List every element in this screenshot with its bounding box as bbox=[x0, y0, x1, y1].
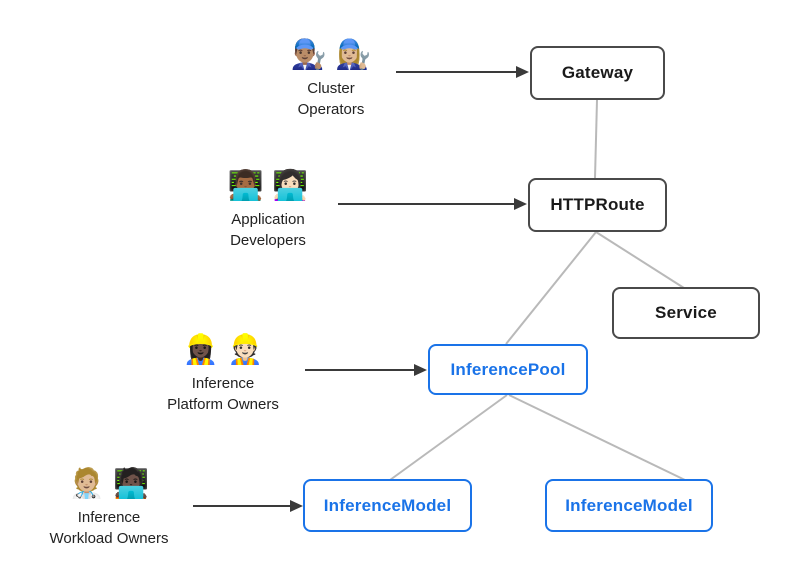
workload-owners-label-line2: Workload Owners bbox=[49, 530, 169, 547]
inferencemodel-left-node: InferenceModel bbox=[303, 479, 472, 532]
arrow-platform-owners-inferencepool bbox=[305, 364, 427, 376]
arrow-application-developers-httproute bbox=[338, 198, 527, 210]
connector-httproute-inferencepool bbox=[505, 231, 597, 345]
workload-owners-label-line1: Inference bbox=[77, 509, 141, 526]
cluster-operators-label-line2: Operators bbox=[297, 101, 365, 118]
arrow-cluster-operators-gateway bbox=[396, 66, 529, 78]
cluster-operators-label-line1: Cluster bbox=[307, 80, 355, 97]
service-node: Service bbox=[612, 287, 760, 339]
inference-platform-owners-persona: 👷🏿‍♀️ 👷🏻 Inference Platform Owners bbox=[140, 331, 306, 415]
connector-gateway-httproute bbox=[594, 99, 598, 179]
inferencepool-node-label: InferencePool bbox=[450, 359, 566, 379]
scientist-technologist-emoji-icon: 🧑🏼‍⚕️ 🧑🏿‍💻 bbox=[68, 468, 150, 500]
inferencepool-node: InferencePool bbox=[428, 344, 588, 395]
inferencemodel-right-node: InferenceModel bbox=[545, 479, 713, 532]
platform-owners-label-line2: Platform Owners bbox=[167, 396, 279, 413]
application-developers-persona: 👨🏾‍💻 👩🏻‍💻 Application Developers bbox=[203, 167, 333, 251]
gateway-node: Gateway bbox=[530, 46, 665, 100]
technologists-emoji-icon: 👨🏾‍💻 👩🏻‍💻 bbox=[227, 170, 309, 202]
cluster-operators-persona: 👨🏽‍🔧 👩🏼‍🔧 Cluster Operators bbox=[266, 36, 396, 120]
inferencemodel-left-node-label: InferenceModel bbox=[323, 495, 452, 515]
inferencemodel-right-node-label: InferenceModel bbox=[565, 495, 693, 515]
connector-inferencepool-inferencemodel-left bbox=[389, 394, 508, 481]
arrow-workload-owners-inferencemodel bbox=[193, 500, 303, 512]
connector-httproute-service bbox=[595, 231, 685, 289]
mechanics-emoji-icon: 👨🏽‍🔧 👩🏼‍🔧 bbox=[290, 39, 372, 71]
platform-owners-label-line1: Inference bbox=[191, 375, 255, 392]
construction-workers-emoji-icon: 👷🏿‍♀️ 👷🏻 bbox=[182, 334, 264, 366]
application-developers-label-line1: Application bbox=[231, 211, 305, 228]
connector-inferencepool-inferencemodel-right bbox=[508, 394, 686, 481]
service-node-label: Service bbox=[655, 303, 717, 322]
httproute-node: HTTPRoute bbox=[528, 178, 667, 232]
gateway-node-label: Gateway bbox=[561, 63, 634, 82]
application-developers-label-line2: Developers bbox=[230, 232, 306, 249]
httproute-node-label: HTTPRoute bbox=[550, 195, 645, 214]
inference-workload-owners-persona: 🧑🏼‍⚕️ 🧑🏿‍💻 Inference Workload Owners bbox=[24, 465, 194, 549]
